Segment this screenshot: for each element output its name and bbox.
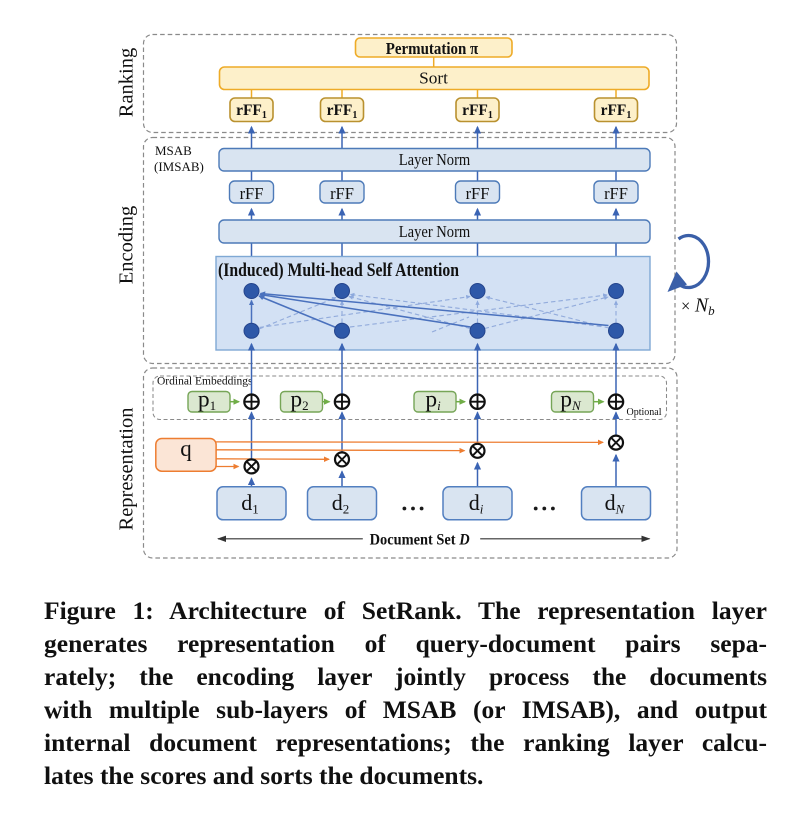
svg-text:Optional: Optional: [627, 407, 662, 418]
svg-text:(IMSAB): (IMSAB): [154, 159, 204, 174]
svg-text:MSAB: MSAB: [155, 143, 192, 158]
svg-text:×Nb: ×Nb: [681, 295, 715, 319]
svg-text:Layer Norm: Layer Norm: [399, 150, 471, 169]
svg-text:p2: p2: [290, 387, 308, 414]
svg-text:Sort: Sort: [419, 69, 448, 88]
svg-text:Ordinal Embeddings: Ordinal Embeddings: [157, 376, 253, 388]
svg-text:p1: p1: [198, 387, 216, 414]
svg-text:pi: pi: [425, 387, 441, 414]
svg-text:(Induced) Multi-head Self Atte: (Induced) Multi-head Self Attention: [218, 260, 459, 281]
svg-text:pN: pN: [560, 387, 582, 414]
svg-text:Representation: Representation: [116, 408, 138, 531]
svg-text:Layer Norm: Layer Norm: [399, 222, 471, 241]
svg-text:rFF1: rFF1: [327, 102, 358, 121]
svg-text:Document Set D: Document Set D: [370, 531, 470, 548]
svg-text:Permutation π: Permutation π: [386, 39, 479, 58]
svg-text:q: q: [180, 436, 192, 461]
svg-text:rFF1: rFF1: [236, 102, 267, 121]
svg-text:rFF: rFF: [240, 184, 264, 203]
svg-text:rFF1: rFF1: [601, 102, 632, 121]
svg-text:Encoding: Encoding: [116, 206, 138, 285]
svg-text:rFF1: rFF1: [462, 102, 493, 121]
svg-text:Ranking: Ranking: [116, 48, 138, 117]
svg-text:rFF: rFF: [466, 184, 490, 203]
svg-text:rFF: rFF: [604, 184, 628, 203]
svg-text:rFF: rFF: [330, 184, 354, 203]
